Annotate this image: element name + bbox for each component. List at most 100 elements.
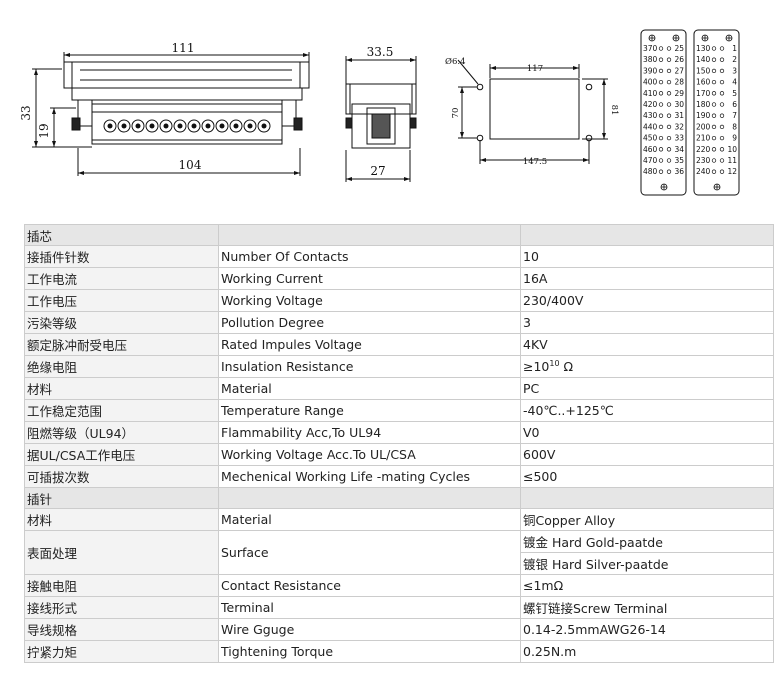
label-cn: 接插件针数 — [24, 245, 219, 268]
pin-number: 36 — [674, 167, 684, 176]
dim-hole: Ø6.4 — [445, 56, 466, 67]
contact-socket — [117, 119, 131, 133]
pin-number: 29 — [674, 89, 684, 98]
contact-pin — [163, 123, 169, 129]
contact-socket — [173, 119, 187, 133]
label-cn: 工作稳定范围 — [24, 399, 219, 422]
label-cn: 导线规格 — [24, 618, 219, 641]
pin-hole — [719, 169, 725, 174]
label-en: Mechenical Working Life -mating Cycles — [218, 465, 521, 488]
pin-number: 7 — [732, 111, 737, 120]
dim-width-bottom: 104 — [179, 158, 202, 172]
contact-socket — [243, 119, 257, 133]
pin-hole — [658, 79, 664, 85]
label-cn: 接线形式 — [24, 596, 219, 619]
label-en: Material — [218, 508, 521, 531]
pin-hole — [719, 113, 725, 118]
pin-number: 11 — [727, 156, 737, 165]
label-cn: 拧紧力矩 — [24, 640, 219, 663]
label-en: Working Voltage Acc.To UL/CSA — [218, 443, 521, 466]
dim-mount-outer-height: 81 — [609, 105, 619, 116]
pin-hole — [719, 102, 725, 107]
pin-number: 27 — [674, 66, 684, 75]
value: 230/400V — [520, 289, 774, 312]
pin-hole — [711, 68, 717, 74]
pin-hole — [719, 79, 725, 85]
pin-number: 440 — [643, 122, 658, 131]
label-cn: 工作电流 — [24, 267, 219, 290]
pin-hole — [658, 91, 664, 96]
dim-mount-outer-width: 147.5 — [523, 157, 547, 167]
dim-end-width-top: 33.5 — [367, 45, 394, 59]
pin-hole — [666, 147, 672, 152]
label-cn: 阻燃等级（UL94） — [24, 421, 219, 444]
pin-number: 470 — [643, 156, 658, 165]
pin-number: 12 — [727, 167, 737, 176]
pin-number: 26 — [674, 55, 684, 64]
pin-hole — [711, 124, 717, 130]
section-title: 插芯 — [24, 224, 219, 246]
label-en: Contact Resistance — [218, 574, 521, 597]
pin-number: 150 — [696, 66, 711, 75]
label-en: Working Voltage — [218, 289, 521, 312]
value: 0.14-2.5mmAWG26-14 — [520, 618, 774, 641]
value: ≥1010 Ω — [520, 355, 774, 378]
label-cn: 材料 — [24, 508, 219, 531]
pin-number: 2 — [732, 55, 737, 64]
label-en: Insulation Resistance — [218, 355, 521, 378]
pin-hole — [666, 79, 672, 85]
pin-hole — [666, 68, 672, 74]
contact-socket — [187, 119, 201, 133]
pin-number: 3 — [732, 66, 737, 75]
pin-hole — [711, 102, 717, 107]
pin-hole — [658, 135, 664, 141]
pin-number: 4 — [732, 78, 737, 87]
dim-mount-inner-height: 70 — [451, 108, 461, 119]
pin-number: 30 — [674, 100, 684, 109]
label-cn: 绝缘电阻 — [24, 355, 219, 378]
contact-pin — [205, 123, 211, 129]
pin-hole — [666, 102, 672, 107]
value: 0.25N.m — [520, 640, 774, 663]
pin-number: 9 — [732, 134, 737, 143]
pin-hole — [658, 113, 664, 118]
pin-map-left-frame — [640, 29, 687, 196]
pin-number: 170 — [696, 89, 711, 98]
pin-number: 390 — [643, 66, 658, 75]
pin-number: 230 — [696, 156, 711, 165]
contact-socket — [229, 119, 243, 133]
contact-pin — [135, 123, 141, 129]
pin-number: 240 — [696, 167, 711, 176]
contact-socket — [131, 119, 145, 133]
label-en: Wire Gguge — [218, 618, 521, 641]
pin-hole — [658, 158, 664, 163]
pin-number: 460 — [643, 145, 658, 154]
pin-number: 130 — [696, 44, 711, 53]
pin-number: 31 — [674, 111, 684, 120]
pin-hole — [658, 46, 664, 51]
pin-number: 34 — [674, 145, 684, 154]
connector-contacts — [103, 119, 271, 133]
pin-hole — [711, 169, 717, 174]
dim-width-top: 111 — [172, 41, 195, 55]
pin-hole — [666, 158, 672, 163]
pin-number: 10 — [727, 145, 737, 154]
pin-hole — [658, 124, 664, 130]
value: 镀银 Hard Silver-paatde — [520, 552, 774, 575]
pin-hole — [711, 91, 717, 96]
contact-pin — [247, 123, 253, 129]
contact-pin — [191, 123, 197, 129]
contact-socket — [201, 119, 215, 133]
pin-hole — [719, 147, 725, 152]
label-cn: 污染等级 — [24, 311, 219, 334]
